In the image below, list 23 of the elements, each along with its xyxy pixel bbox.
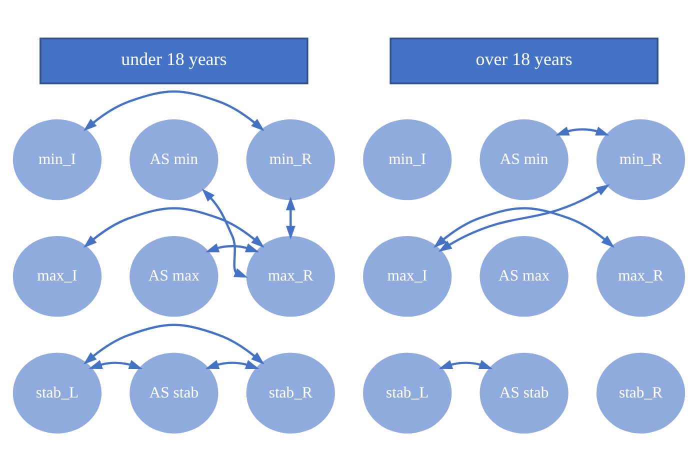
node-box: over 18 years xyxy=(390,38,658,84)
node-box: under 18 years xyxy=(40,38,308,84)
node-circle: AS min xyxy=(480,119,568,200)
arrow xyxy=(438,184,610,252)
node-circle: AS min xyxy=(130,119,218,200)
arrow xyxy=(434,207,615,248)
arrow xyxy=(438,360,493,369)
node-circle: min_I xyxy=(363,119,452,200)
node-circle: stab_L xyxy=(363,352,452,434)
node-circle: AS max xyxy=(480,236,568,317)
arrow xyxy=(202,188,248,278)
node-circle: AS stab xyxy=(130,352,218,434)
node-circle: stab_R xyxy=(596,352,686,434)
arrow xyxy=(83,90,264,132)
node-circle: AS max xyxy=(130,236,218,317)
arrow xyxy=(205,360,260,369)
arrow xyxy=(88,360,143,369)
arrow xyxy=(556,126,610,136)
arrow xyxy=(205,243,260,252)
arrow xyxy=(83,324,264,365)
node-circle: AS stab xyxy=(480,352,568,434)
arrow xyxy=(83,207,264,248)
arrow xyxy=(286,196,296,240)
